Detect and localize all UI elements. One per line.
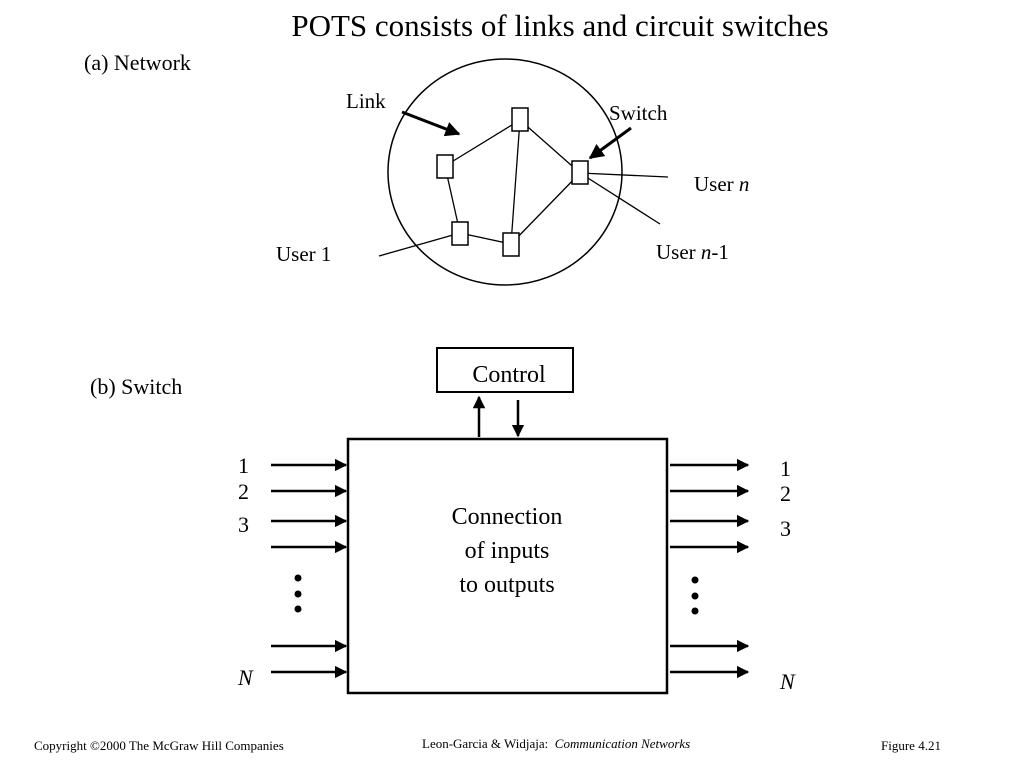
input-ellipsis-dots bbox=[294, 574, 302, 613]
output-port-label: 3 bbox=[780, 516, 791, 541]
switch-fabric-label: Connection of inputs to outputs bbox=[348, 500, 666, 602]
network-cloud bbox=[387, 58, 623, 286]
input-port-label: 3 bbox=[238, 512, 249, 537]
switch-label: Switch bbox=[609, 101, 668, 125]
input-lines bbox=[271, 458, 348, 679]
link-pointer-arrow bbox=[401, 110, 461, 137]
network-switches bbox=[436, 107, 589, 257]
network-switch-node bbox=[451, 221, 469, 246]
input-port-label: 2 bbox=[238, 479, 249, 504]
output-port-label: 2 bbox=[780, 481, 791, 506]
footer-citation: Leon-Garcia & Widjaja: Communication Net… bbox=[422, 736, 691, 751]
user-1-label: User 1 bbox=[276, 242, 332, 266]
output-ellipsis-dots bbox=[691, 576, 699, 615]
footer-figure-number: Figure 4.21 bbox=[881, 738, 941, 753]
fabric-line: of inputs bbox=[464, 538, 550, 564]
output-port-label: 1 bbox=[780, 456, 791, 481]
input-port-label-n: N bbox=[238, 665, 253, 690]
network-switch-node bbox=[571, 160, 589, 185]
network-links bbox=[378, 119, 669, 257]
fabric-line: to outputs bbox=[459, 572, 555, 598]
switch-fabric-box bbox=[346, 437, 669, 695]
control-box bbox=[436, 347, 574, 393]
input-port-label: 1 bbox=[238, 453, 249, 478]
fabric-line: Connection bbox=[451, 504, 563, 530]
switch-section-label: (b) Switch bbox=[90, 374, 183, 399]
output-port-label-n: N bbox=[780, 669, 795, 694]
switch-pointer-arrow bbox=[588, 126, 632, 160]
link-label: Link bbox=[346, 89, 386, 113]
user-n-label: User n bbox=[694, 172, 750, 196]
network-switch-node bbox=[511, 107, 529, 132]
network-switch-node bbox=[436, 154, 454, 179]
network-section-label: (a) Network bbox=[84, 50, 191, 75]
output-lines bbox=[670, 458, 750, 679]
user-n-minus-1-label: User n-1 bbox=[656, 240, 729, 264]
page-title: POTS consists of links and circuit switc… bbox=[291, 8, 829, 43]
network-switch-node bbox=[502, 232, 520, 257]
control-label: Control bbox=[472, 362, 546, 388]
footer-copyright: Copyright ©2000 The McGraw Hill Companie… bbox=[34, 738, 284, 753]
